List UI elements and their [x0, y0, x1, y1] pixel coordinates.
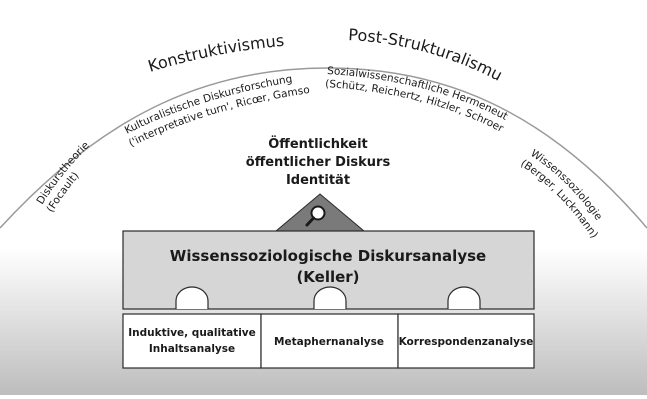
- pillar-1-label-line2: Inhaltsanalyse: [149, 343, 235, 355]
- magnifier-icon: [305, 205, 326, 227]
- pillar-1: [122, 313, 262, 369]
- center-focus-line3: Identität: [286, 173, 350, 188]
- connector-arch-3: [447, 286, 481, 309]
- main-block-title: Wissenssoziologische Diskursanalyse: [170, 247, 486, 265]
- center-focus-line2: öffentlicher Diskurs: [246, 155, 391, 170]
- dome-outline: [0, 67, 647, 229]
- main-block-subtitle: (Keller): [296, 268, 359, 286]
- pillar-3-label: Korrespondenzanalyse: [399, 336, 534, 348]
- pillar-1-label-line1: Induktive, qualitative: [128, 327, 256, 339]
- pillar-2-label: Metaphernanalyse: [274, 336, 384, 348]
- pillar-3: [397, 313, 535, 369]
- connector-arch-2: [313, 286, 347, 309]
- connector-arch-1: [175, 286, 209, 309]
- pillar-2: [260, 313, 399, 369]
- arc-heading-left: Konstruktivismus: [146, 31, 285, 76]
- center-focus-line1: Öffentlichkeit: [268, 136, 368, 152]
